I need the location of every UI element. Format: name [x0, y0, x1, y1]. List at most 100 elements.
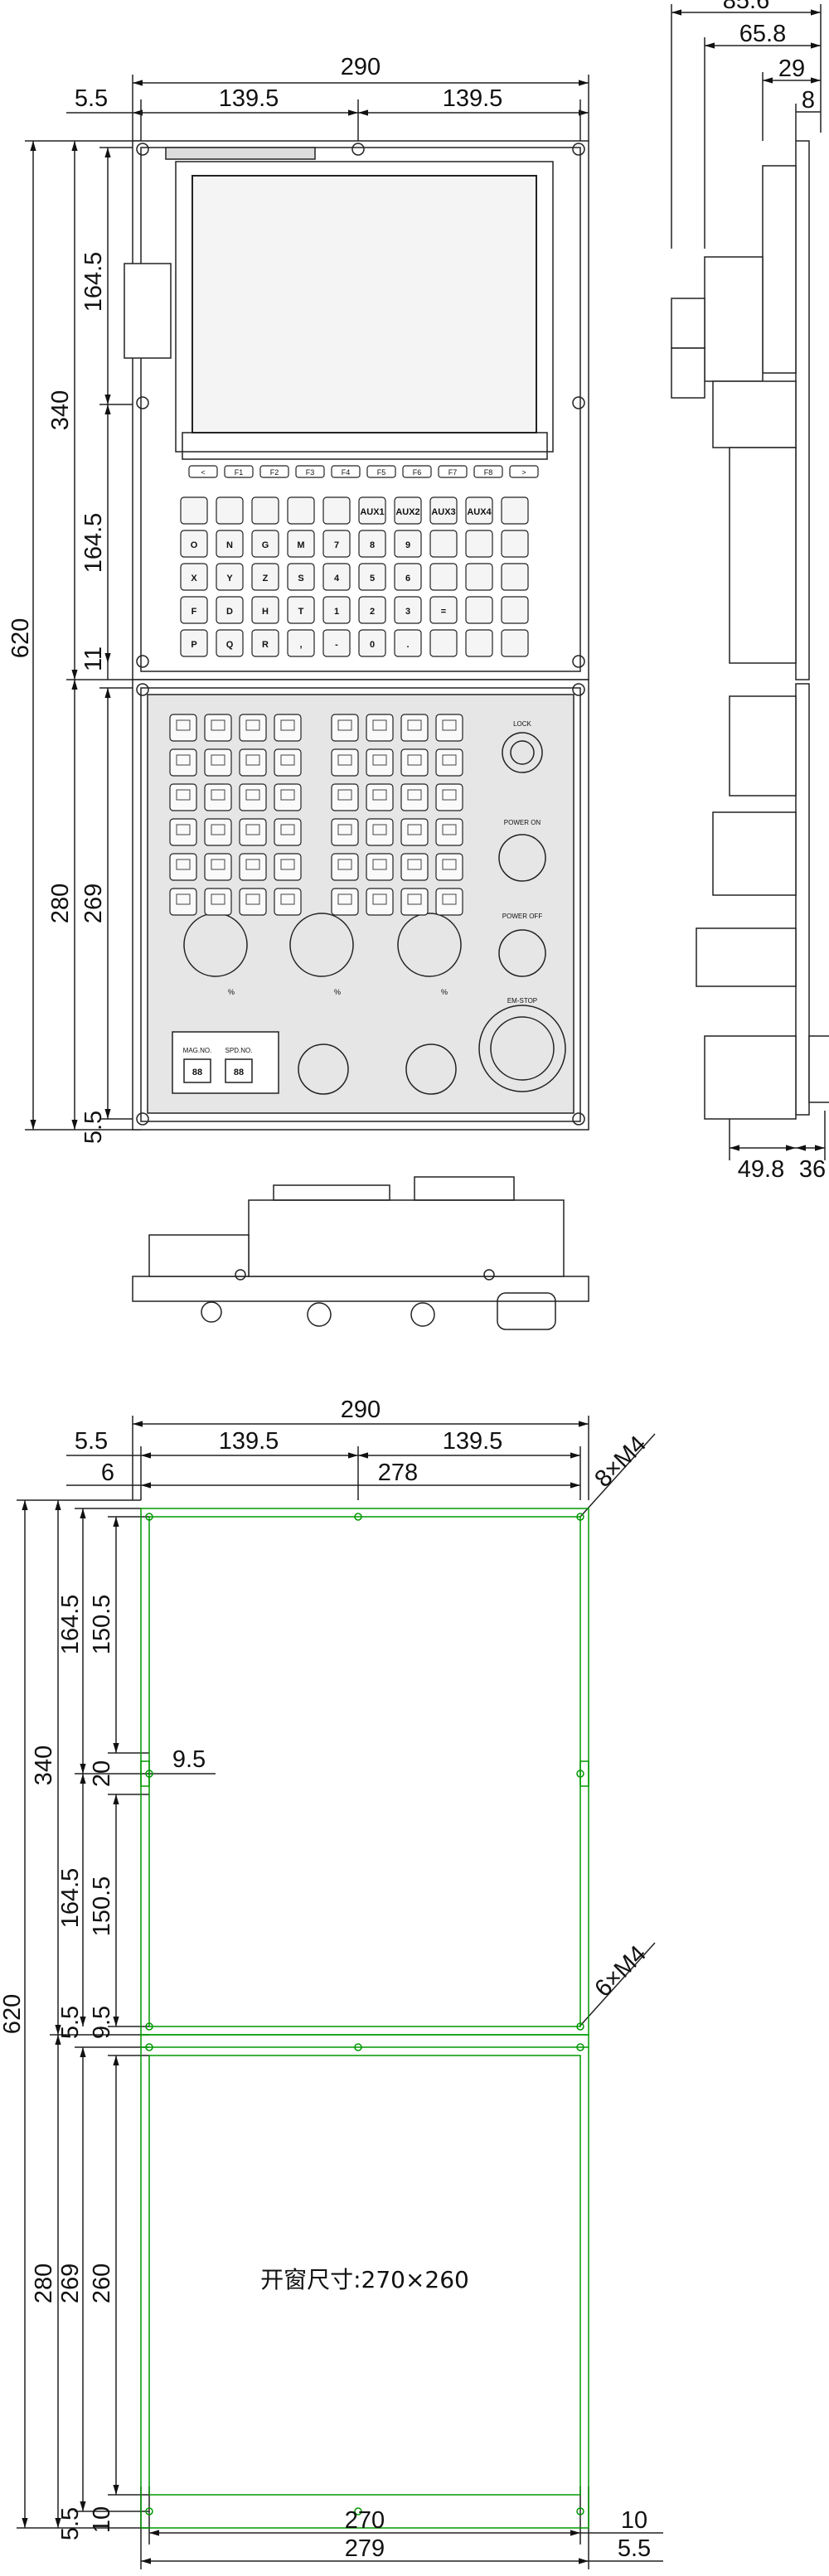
key-0-1[interactable]: [216, 496, 244, 525]
machine-key-0-5-0[interactable]: [169, 888, 197, 916]
key-3-0[interactable]: [180, 596, 208, 624]
key-0-9[interactable]: [501, 496, 529, 525]
machine-key-1-5-1[interactable]: [366, 888, 394, 916]
machine-key-1-1-2[interactable]: [400, 748, 429, 777]
machine-key-1-0-3[interactable]: [435, 714, 463, 742]
key-0-4[interactable]: [322, 496, 351, 525]
key-3-6[interactable]: [394, 596, 422, 624]
key-4-4[interactable]: [322, 629, 351, 657]
machine-key-1-5-0[interactable]: [331, 888, 359, 916]
key-0-0[interactable]: [180, 496, 208, 525]
machine-key-0-4-3[interactable]: [274, 853, 302, 881]
machine-key-0-4-1[interactable]: [204, 853, 232, 881]
machine-key-0-0-2[interactable]: [239, 714, 267, 742]
machine-key-1-5-3[interactable]: [435, 888, 463, 916]
machine-key-0-1-1[interactable]: [204, 748, 232, 777]
machine-key-0-2-1[interactable]: [204, 783, 232, 811]
fkey-6[interactable]: [402, 465, 432, 478]
machine-key-1-2-0[interactable]: [331, 783, 359, 811]
key-1-7[interactable]: [429, 530, 458, 558]
machine-key-0-0-0[interactable]: [169, 714, 197, 742]
key-4-8[interactable]: [465, 629, 493, 657]
machine-key-1-4-2[interactable]: [400, 853, 429, 881]
machine-key-0-4-0[interactable]: [169, 853, 197, 881]
fkey-1[interactable]: [224, 465, 254, 478]
key-1-5[interactable]: [358, 530, 386, 558]
key-1-1[interactable]: [216, 530, 244, 558]
key-2-3[interactable]: [287, 563, 315, 591]
machine-key-0-3-1[interactable]: [204, 818, 232, 846]
machine-key-0-0-3[interactable]: [274, 714, 302, 742]
fkey-2[interactable]: [259, 465, 289, 478]
key-2-0[interactable]: [180, 563, 208, 591]
key-0-6[interactable]: [394, 496, 422, 525]
machine-key-0-5-2[interactable]: [239, 888, 267, 916]
key-0-2[interactable]: [251, 496, 279, 525]
key-0-5[interactable]: [358, 496, 386, 525]
machine-key-0-3-3[interactable]: [274, 818, 302, 846]
key-4-5[interactable]: [358, 629, 386, 657]
machine-key-1-1-3[interactable]: [435, 748, 463, 777]
key-2-2[interactable]: [251, 563, 279, 591]
machine-key-1-2-2[interactable]: [400, 783, 429, 811]
machine-key-1-0-0[interactable]: [331, 714, 359, 742]
machine-key-1-3-3[interactable]: [435, 818, 463, 846]
machine-key-0-1-3[interactable]: [274, 748, 302, 777]
key-1-8[interactable]: [465, 530, 493, 558]
machine-key-1-2-1[interactable]: [366, 783, 394, 811]
machine-key-1-0-2[interactable]: [400, 714, 429, 742]
key-1-3[interactable]: [287, 530, 315, 558]
key-4-7[interactable]: [429, 629, 458, 657]
machine-key-1-5-2[interactable]: [400, 888, 429, 916]
key-1-2[interactable]: [251, 530, 279, 558]
machine-key-1-3-0[interactable]: [331, 818, 359, 846]
key-3-9[interactable]: [501, 596, 529, 624]
machine-key-0-1-0[interactable]: [169, 748, 197, 777]
machine-key-1-0-1[interactable]: [366, 714, 394, 742]
key-1-6[interactable]: [394, 530, 422, 558]
machine-key-1-3-2[interactable]: [400, 818, 429, 846]
key-2-8[interactable]: [465, 563, 493, 591]
fkey-4[interactable]: [331, 465, 361, 478]
machine-key-0-4-2[interactable]: [239, 853, 267, 881]
key-4-3[interactable]: [287, 629, 315, 657]
key-2-6[interactable]: [394, 563, 422, 591]
key-0-8[interactable]: [465, 496, 493, 525]
fkey-5[interactable]: [366, 465, 396, 478]
fkey-7[interactable]: [438, 465, 468, 478]
key-2-7[interactable]: [429, 563, 458, 591]
machine-key-0-0-1[interactable]: [204, 714, 232, 742]
machine-key-0-1-2[interactable]: [239, 748, 267, 777]
machine-key-1-4-0[interactable]: [331, 853, 359, 881]
key-2-9[interactable]: [501, 563, 529, 591]
key-4-9[interactable]: [501, 629, 529, 657]
key-0-7[interactable]: [429, 496, 458, 525]
key-2-1[interactable]: [216, 563, 244, 591]
machine-key-0-2-2[interactable]: [239, 783, 267, 811]
machine-key-0-2-3[interactable]: [274, 783, 302, 811]
key-0-3[interactable]: [287, 496, 315, 525]
key-3-5[interactable]: [358, 596, 386, 624]
key-3-7[interactable]: [429, 596, 458, 624]
key-1-4[interactable]: [322, 530, 351, 558]
machine-key-1-2-3[interactable]: [435, 783, 463, 811]
key-4-6[interactable]: [394, 629, 422, 657]
machine-key-0-3-0[interactable]: [169, 818, 197, 846]
key-2-4[interactable]: [322, 563, 351, 591]
key-1-9[interactable]: [501, 530, 529, 558]
key-4-0[interactable]: [180, 629, 208, 657]
machine-key-1-3-1[interactable]: [366, 818, 394, 846]
key-1-0[interactable]: [180, 530, 208, 558]
fkey-3[interactable]: [295, 465, 325, 478]
key-3-8[interactable]: [465, 596, 493, 624]
key-3-3[interactable]: [287, 596, 315, 624]
machine-key-0-5-1[interactable]: [204, 888, 232, 916]
machine-key-0-5-3[interactable]: [274, 888, 302, 916]
machine-key-0-3-2[interactable]: [239, 818, 267, 846]
machine-key-1-4-1[interactable]: [366, 853, 394, 881]
key-4-2[interactable]: [251, 629, 279, 657]
fkey-0[interactable]: [188, 465, 218, 478]
key-3-4[interactable]: [322, 596, 351, 624]
key-3-2[interactable]: [251, 596, 279, 624]
machine-key-1-4-3[interactable]: [435, 853, 463, 881]
